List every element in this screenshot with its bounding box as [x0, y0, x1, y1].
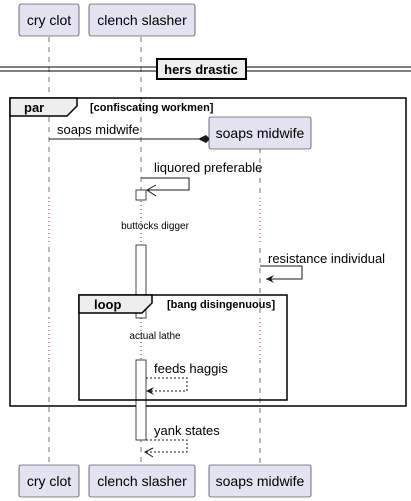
- message-label: resistance individual: [268, 251, 385, 266]
- participant-cry-clot-top[interactable]: cry clot: [18, 3, 80, 37]
- divider: hers drastic: [0, 58, 411, 80]
- activation-bar: [135, 244, 147, 319]
- delay-gaps: [44, 199, 266, 360]
- participant-soaps-midwife-bottom[interactable]: soaps midwife: [208, 464, 312, 498]
- message-create-soaps-midwife: soaps midwife: [49, 122, 210, 143]
- message-return-feeds-haggis: feeds haggis: [146, 361, 228, 395]
- loop-fragment: loop [bang disingenuous]: [78, 294, 288, 401]
- participant-clench-slasher-top[interactable]: clench slasher: [88, 3, 196, 37]
- message-label: liquored preferable: [154, 160, 262, 175]
- participant-clench-slasher-bottom[interactable]: clench slasher: [88, 464, 196, 498]
- fragment-keyword: loop: [94, 297, 121, 312]
- participant-label: cry clot: [27, 12, 71, 28]
- participant-label: clench slasher: [97, 473, 187, 489]
- fragment-keyword: par: [24, 100, 44, 115]
- activation-bar: [135, 189, 147, 201]
- divider-label: hers drastic: [164, 62, 238, 77]
- message-return-yank-states: yank states: [143, 423, 220, 458]
- delay-label: actual lathe: [129, 331, 181, 342]
- fragment-condition: [bang disingenuous]: [167, 299, 275, 311]
- participant-soaps-midwife-top[interactable]: soaps midwife: [208, 116, 312, 150]
- participant-label: cry clot: [27, 473, 71, 489]
- message-self-liquored-preferable: liquored preferable: [141, 160, 262, 197]
- participant-label: soaps midwife: [216, 473, 305, 489]
- message-label: feeds haggis: [154, 361, 228, 376]
- participant-label: clench slasher: [97, 12, 187, 28]
- par-fragment: par [confiscating workmen]: [9, 97, 407, 407]
- message-label: soaps midwife: [57, 122, 139, 137]
- fragment-condition: [confiscating workmen]: [90, 102, 214, 114]
- message-self-resistance-individual: resistance individual: [260, 251, 385, 283]
- message-label: yank states: [154, 423, 220, 438]
- participant-label: soaps midwife: [216, 125, 305, 141]
- delay-label: buttocks digger: [121, 221, 189, 232]
- participant-cry-clot-bottom[interactable]: cry clot: [18, 464, 80, 498]
